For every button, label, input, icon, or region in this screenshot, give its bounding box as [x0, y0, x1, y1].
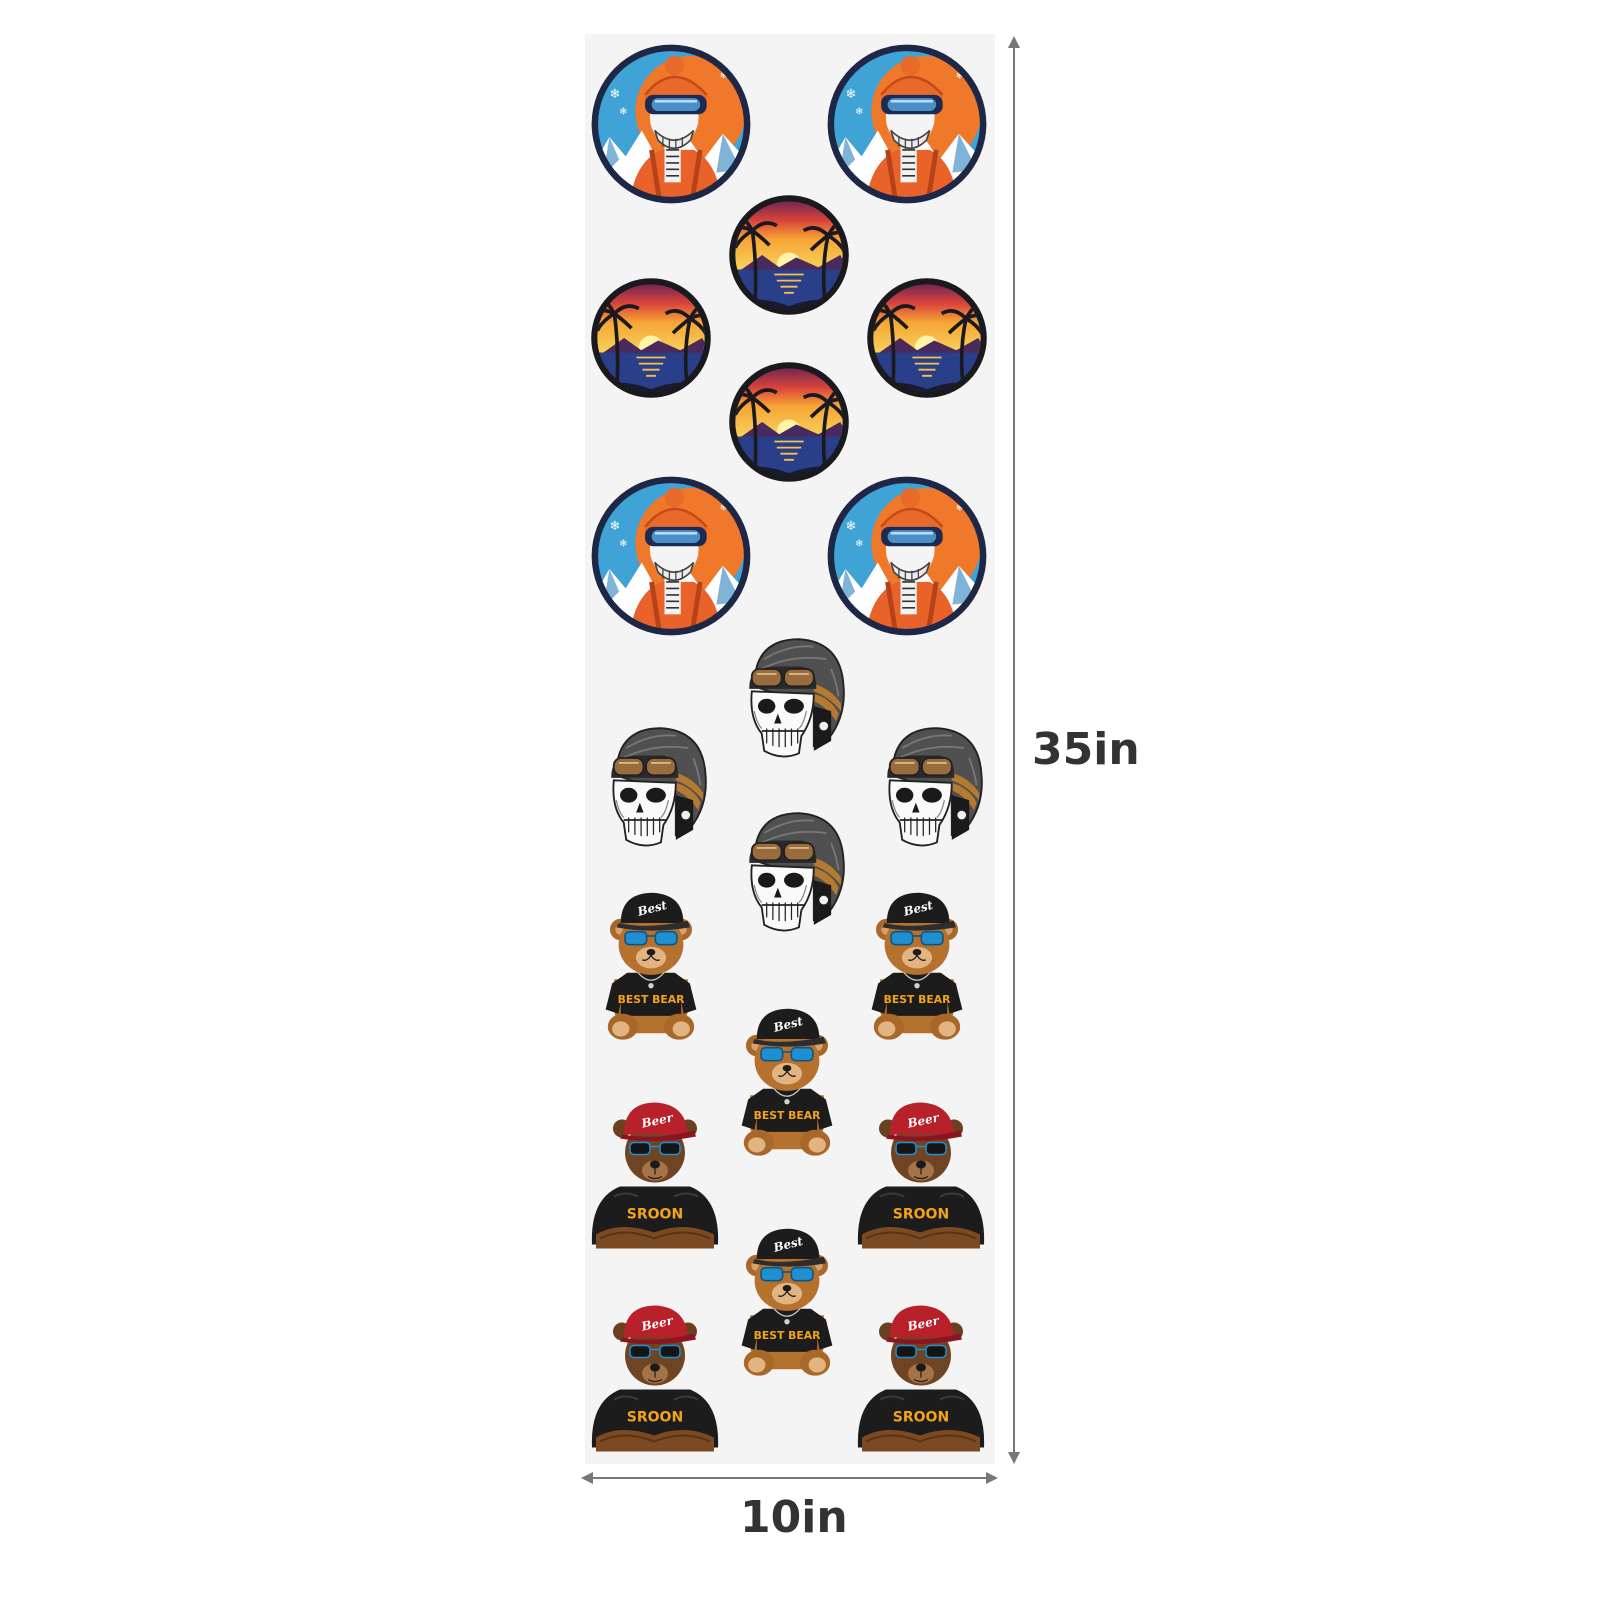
ski-skeleton-sticker: ❄ ❄ ❄: [826, 475, 988, 637]
ski-skeleton-sticker-art: ❄ ❄ ❄: [827, 44, 987, 204]
best-bear-sticker: BEST BEAR Best: [861, 882, 973, 1044]
sroon-bear-sticker: SROON Beer: [856, 1295, 986, 1455]
sroon-bear-sticker-art: SROON Beer: [591, 1305, 719, 1452]
svg-text:SROON: SROON: [893, 1207, 949, 1223]
width-dimension-label: 10in: [740, 1492, 848, 1543]
svg-text:BEST BEAR: BEST BEAR: [884, 993, 951, 1006]
svg-text:❄: ❄: [855, 538, 863, 549]
sunset-palm-sticker-art: [729, 195, 849, 315]
best-bear-sticker-art: BEST BEAR Best: [741, 1008, 833, 1156]
svg-text:Beer: Beer: [639, 1110, 676, 1131]
svg-text:❄: ❄: [845, 519, 856, 534]
helmet-skull-sticker: [727, 630, 851, 770]
best-bear-sticker-art: BEST BEAR Best: [605, 892, 697, 1040]
svg-text:SROON: SROON: [627, 1207, 683, 1223]
sroon-bear-sticker-art: SROON Beer: [857, 1102, 985, 1249]
ski-skeleton-sticker-art: ❄ ❄ ❄: [591, 476, 751, 636]
ski-skeleton-sticker: ❄ ❄ ❄: [590, 43, 752, 205]
best-bear-sticker: BEST BEAR Best: [731, 998, 843, 1160]
svg-text:Beer: Beer: [905, 1313, 942, 1334]
sunset-palm-sticker: [590, 277, 712, 399]
best-bear-sticker: BEST BEAR Best: [595, 882, 707, 1044]
svg-text:❄: ❄: [956, 503, 964, 514]
sroon-bear-sticker: SROON Beer: [590, 1295, 720, 1455]
sunset-palm-sticker: [728, 194, 850, 316]
sroon-bear-sticker: SROON Beer: [856, 1092, 986, 1252]
svg-text:❄: ❄: [855, 106, 863, 117]
svg-text:Beer: Beer: [905, 1110, 942, 1131]
sroon-bear-sticker: SROON Beer: [590, 1092, 720, 1252]
svg-text:BEST BEAR: BEST BEAR: [754, 1109, 821, 1122]
helmet-skull-sticker-art: [749, 812, 845, 932]
svg-text:BEST BEAR: BEST BEAR: [618, 993, 685, 1006]
helmet-skull-sticker-art: [611, 727, 707, 847]
sroon-bear-sticker-art: SROON Beer: [591, 1102, 719, 1249]
height-dimension-label: 35in: [1032, 724, 1140, 775]
sticker-sheet: ❄ ❄ ❄ ❄ ❄ ❄: [585, 34, 995, 1464]
svg-text:BEST BEAR: BEST BEAR: [754, 1329, 821, 1342]
helmet-skull-sticker-art: [749, 638, 845, 758]
svg-text:SROON: SROON: [893, 1410, 949, 1426]
best-bear-sticker-art: BEST BEAR Best: [741, 1228, 833, 1376]
best-bear-sticker: BEST BEAR Best: [731, 1218, 843, 1380]
svg-text:❄: ❄: [720, 503, 728, 514]
svg-text:❄: ❄: [720, 71, 728, 82]
svg-text:❄: ❄: [619, 538, 627, 549]
svg-text:❄: ❄: [609, 87, 620, 102]
sunset-palm-sticker: [728, 361, 850, 483]
sunset-palm-sticker-art: [729, 362, 849, 482]
svg-text:❄: ❄: [619, 106, 627, 117]
svg-text:SROON: SROON: [627, 1410, 683, 1426]
sunset-palm-sticker-art: [591, 278, 711, 398]
helmet-skull-sticker-art: [887, 727, 983, 847]
svg-text:❄: ❄: [956, 71, 964, 82]
best-bear-sticker-art: BEST BEAR Best: [871, 892, 963, 1040]
ski-skeleton-sticker: ❄ ❄ ❄: [826, 43, 988, 205]
sunset-palm-sticker: [866, 277, 988, 399]
ski-skeleton-sticker: ❄ ❄ ❄: [590, 475, 752, 637]
ski-skeleton-sticker-art: ❄ ❄ ❄: [591, 44, 751, 204]
sunset-palm-sticker-art: [867, 278, 987, 398]
helmet-skull-sticker: [865, 719, 989, 859]
svg-text:Beer: Beer: [639, 1313, 676, 1334]
helmet-skull-sticker: [589, 719, 713, 859]
helmet-skull-sticker: [727, 804, 851, 944]
svg-text:❄: ❄: [845, 87, 856, 102]
ski-skeleton-sticker-art: ❄ ❄ ❄: [827, 476, 987, 636]
svg-text:❄: ❄: [609, 519, 620, 534]
sroon-bear-sticker-art: SROON Beer: [857, 1305, 985, 1452]
